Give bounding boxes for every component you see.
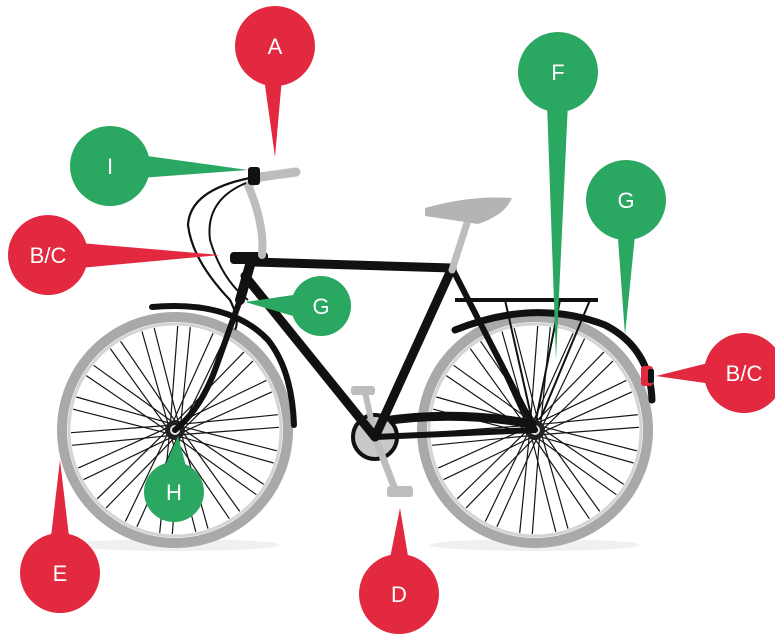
- spoke: [453, 364, 533, 422]
- spoke: [182, 426, 280, 436]
- pin-bc-front-label: B/C: [30, 243, 67, 268]
- spoke: [72, 408, 167, 434]
- spoke: [183, 426, 278, 452]
- front-fender: [149, 302, 297, 428]
- spoke: [543, 391, 633, 433]
- spoke: [180, 436, 274, 464]
- spoke: [543, 429, 625, 485]
- callout-pins: A I B/C G F G B/C: [8, 6, 775, 634]
- spoke: [120, 340, 176, 422]
- spoke: [183, 391, 273, 433]
- spoke: [174, 438, 230, 520]
- spoke: [172, 332, 214, 422]
- saddle: [425, 197, 512, 224]
- pin-g-rear: G: [586, 160, 666, 335]
- pin-e: E: [20, 460, 100, 613]
- pin-h: H: [144, 436, 204, 522]
- spoke: [537, 438, 617, 496]
- handlebar-grip: [255, 167, 301, 182]
- spoke: [541, 414, 638, 425]
- spoke: [456, 431, 527, 500]
- spoke: [531, 438, 557, 533]
- spoke: [83, 437, 171, 481]
- seat-post: [448, 216, 472, 274]
- spoke: [177, 438, 257, 496]
- spoke: [76, 396, 170, 424]
- pin-h-label: H: [166, 480, 182, 505]
- spoke: [153, 327, 179, 422]
- spoke: [109, 348, 167, 428]
- spoke: [519, 436, 530, 533]
- pin-a-label: A: [268, 34, 283, 59]
- spoke: [539, 379, 627, 423]
- pin-e-label: E: [53, 561, 68, 586]
- spoke: [531, 437, 541, 535]
- spoke: [465, 438, 534, 509]
- rear-light-mount: [648, 369, 654, 383]
- spoke: [542, 338, 586, 426]
- spoke: [141, 331, 169, 425]
- spoke: [432, 435, 529, 446]
- spoke: [85, 375, 167, 431]
- pedal: [387, 486, 413, 497]
- spoke: [541, 435, 569, 529]
- spoke: [70, 424, 168, 434]
- pin-i-label: I: [107, 154, 113, 179]
- upper-pedal: [351, 386, 375, 395]
- spoke: [183, 360, 254, 429]
- spoke: [469, 348, 527, 428]
- pin-f-label: F: [551, 60, 564, 85]
- spoke: [181, 414, 278, 425]
- spoke: [179, 379, 267, 423]
- spoke: [93, 364, 173, 422]
- spoke: [105, 438, 174, 509]
- spoke: [443, 437, 531, 481]
- spoke: [484, 434, 528, 522]
- crank-arm: [371, 433, 400, 496]
- pin-g-front-label: G: [312, 294, 329, 319]
- spoke: [543, 360, 614, 429]
- stem: [242, 172, 267, 259]
- spoke: [169, 325, 179, 423]
- spoke: [183, 432, 241, 512]
- pin-f: F: [518, 32, 598, 360]
- pin-d-label: D: [391, 582, 407, 607]
- spoke: [543, 426, 638, 452]
- spoke: [542, 426, 640, 436]
- pin-bc-front: B/C: [8, 215, 220, 295]
- spoke: [496, 438, 538, 528]
- spoke: [96, 431, 167, 500]
- spoke: [437, 427, 527, 469]
- spoke: [536, 351, 605, 422]
- spoke: [180, 327, 191, 424]
- spoke: [543, 432, 601, 512]
- pin-bc-rear-label: B/C: [726, 361, 763, 386]
- pin-g-front: G: [245, 276, 351, 336]
- pin-a: A: [235, 6, 315, 157]
- brake-cable-2: [208, 182, 249, 301]
- spoke: [534, 438, 590, 520]
- spoke: [529, 325, 539, 423]
- spoke: [183, 429, 265, 485]
- spoke: [513, 327, 539, 422]
- spoke: [532, 332, 574, 422]
- spoke: [77, 427, 167, 469]
- spoke: [540, 436, 634, 464]
- pin-g-rear-label: G: [617, 188, 634, 213]
- spoke: [72, 435, 169, 446]
- pin-i: I: [70, 126, 248, 206]
- spoke: [124, 434, 168, 522]
- bell: [248, 167, 260, 185]
- pin-d: D: [359, 508, 439, 634]
- pin-bc-rear: B/C: [656, 333, 775, 413]
